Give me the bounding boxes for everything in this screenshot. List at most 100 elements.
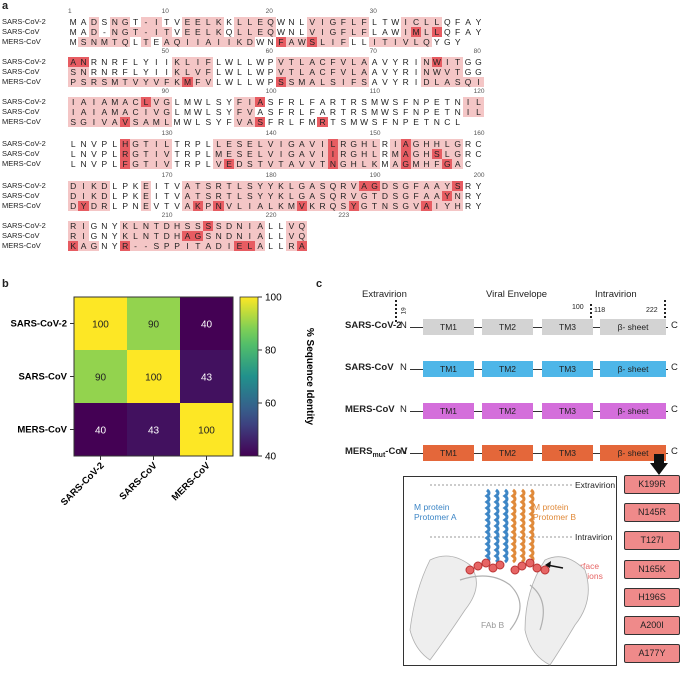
residue: S — [68, 117, 79, 127]
residue: S — [234, 139, 245, 149]
heatmap-cell — [180, 297, 233, 350]
residue: L — [174, 107, 180, 117]
residue: A — [296, 241, 307, 251]
residue: E — [192, 17, 204, 27]
residue: G — [475, 67, 482, 77]
residue: S — [213, 221, 224, 231]
residue: S — [267, 107, 274, 117]
residue: I — [140, 107, 152, 117]
residue: W — [225, 77, 234, 87]
mutation-box: A177Y — [624, 644, 680, 663]
residue: T — [174, 139, 180, 149]
residue: L — [112, 159, 118, 169]
mutation-box: N145R — [624, 503, 680, 522]
residue: V — [306, 27, 318, 37]
residue: R — [381, 139, 388, 149]
residue: T — [174, 149, 180, 159]
residue: A — [421, 181, 432, 191]
interface-arrow-head — [545, 561, 551, 568]
residue: L — [70, 139, 76, 149]
interface-residue — [481, 558, 491, 568]
residue: R — [464, 149, 472, 159]
protomer-b-label: M protein — [533, 502, 569, 512]
residue: I — [192, 37, 204, 47]
residue: L — [348, 67, 359, 77]
residue: K — [213, 27, 224, 37]
residue: F — [203, 57, 214, 67]
residue: I — [442, 57, 453, 67]
residue: L — [234, 27, 245, 37]
residue: E — [192, 27, 204, 37]
residue: L — [410, 37, 422, 47]
residue: T — [423, 117, 430, 127]
residue: N — [392, 117, 399, 127]
residue: L — [348, 57, 359, 67]
residue: V — [91, 139, 97, 149]
residue: A — [119, 97, 131, 107]
residue: L — [244, 17, 256, 27]
residue: W — [225, 57, 234, 67]
residue: S — [317, 181, 328, 191]
residue: F — [234, 107, 245, 117]
fab-a-surface — [409, 555, 477, 661]
residue: M — [286, 201, 297, 211]
residue: Y — [475, 191, 482, 201]
residue: L — [268, 231, 273, 241]
residue: V — [338, 67, 349, 77]
protomer-b-label-2: Protomer B — [533, 512, 576, 522]
residue: Q — [265, 17, 276, 27]
backbone-line — [410, 453, 668, 454]
residue: W — [431, 57, 443, 67]
residue: P — [161, 241, 172, 251]
residue: T — [140, 149, 152, 159]
residue: S — [203, 231, 214, 241]
residue: H — [421, 149, 432, 159]
residue: Q — [421, 37, 432, 47]
residue: L — [442, 139, 453, 149]
residue: V — [174, 181, 180, 191]
position-label: 130 — [161, 130, 173, 137]
position-label: 20 — [265, 8, 273, 15]
helix-a — [502, 488, 509, 564]
residue: V — [306, 149, 318, 159]
sequence-name: SARS-CoV — [2, 107, 40, 116]
residue: A — [306, 181, 318, 191]
residue: N — [433, 117, 440, 127]
residue: I — [155, 181, 158, 191]
position-label: 100 — [265, 88, 277, 95]
residue: G — [369, 181, 380, 191]
residue: D — [234, 159, 245, 169]
residue: L — [216, 77, 222, 87]
residue: A — [99, 97, 110, 107]
interface-residue — [517, 561, 527, 571]
construct-name: SARS-CoV — [345, 362, 394, 373]
residue: L — [369, 149, 380, 159]
n-terminus: N — [400, 320, 407, 331]
interface-residue — [473, 561, 483, 571]
residue: V — [382, 67, 388, 77]
residue: L — [161, 139, 172, 149]
residue: S — [390, 181, 401, 191]
residue: W — [391, 27, 400, 37]
y-tick-label: SARS-CoV — [18, 372, 67, 383]
residue: A — [306, 57, 318, 67]
residue: P — [122, 201, 128, 211]
residue: G — [161, 107, 172, 117]
residue: S — [151, 241, 162, 251]
region-extravirion: Extravirion — [362, 289, 407, 300]
residue: L — [133, 37, 138, 47]
cell-value: 40 — [95, 426, 107, 437]
residue: Y — [392, 77, 399, 87]
residue: K — [132, 191, 139, 201]
residue: S — [431, 149, 443, 159]
residue: V — [265, 139, 276, 149]
residue: G — [327, 27, 339, 37]
residue: L — [421, 17, 432, 27]
residue: N — [101, 231, 108, 241]
residue: G — [296, 181, 307, 191]
residue: L — [278, 241, 284, 251]
residue: H — [119, 139, 131, 149]
